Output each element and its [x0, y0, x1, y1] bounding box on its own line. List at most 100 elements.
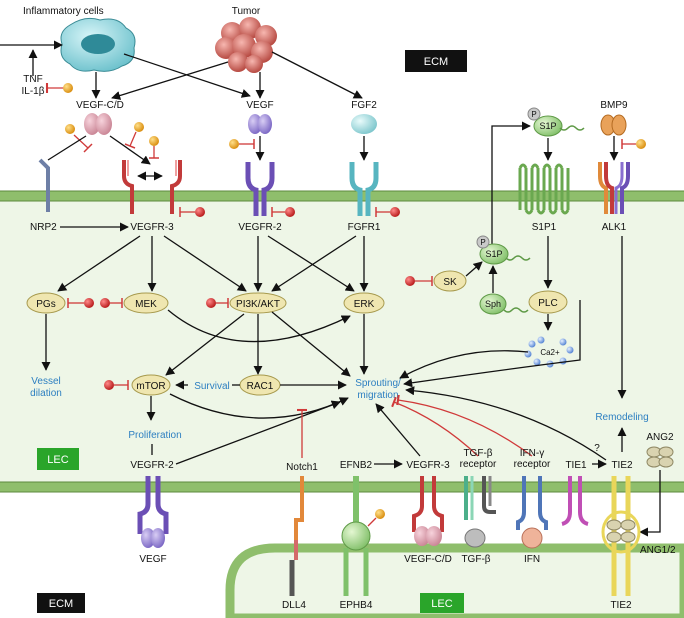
- arrow-fgfr1-pi3k: [271, 235, 357, 292]
- fgfr1-receptor: [349, 162, 379, 216]
- ca-label: Ca2+: [540, 348, 560, 357]
- vegfr2-bottom-receptor: [137, 476, 169, 534]
- vegf-bottom-ligand: [141, 528, 165, 548]
- rac1-label: RAC1: [247, 381, 274, 392]
- ephb4-blocker-ball: [375, 509, 385, 519]
- tumor-label: Tumor: [232, 6, 261, 17]
- tumor-cluster-icon: [215, 17, 277, 73]
- vegfcd-bottom-label: VEGF-C/D: [404, 554, 452, 565]
- vegf-bottom-label: VEGF: [139, 554, 166, 565]
- vegfr2-receptor: [245, 162, 275, 216]
- s1p1-label: S1P1: [532, 222, 557, 233]
- blocker-ball-3: [149, 136, 159, 146]
- bmp9-label: BMP9: [600, 100, 628, 111]
- pgs-node: [26, 292, 66, 314]
- ang12-ligand: [606, 519, 636, 543]
- nrp2-receptor: [38, 158, 50, 212]
- fgf2-ligand: [351, 114, 377, 134]
- s1p-mid-node: [476, 235, 531, 265]
- vegfr2-label: VEGFR-2: [238, 222, 282, 233]
- arrow-vegfr3-pi3k: [163, 235, 247, 292]
- mtor-node: [131, 374, 171, 396]
- arrow-vegfcd-vegfr3: [109, 135, 151, 165]
- mek-node: [123, 292, 169, 314]
- blocker-ball-2: [134, 122, 144, 132]
- notch1-label: Notch1: [286, 462, 318, 473]
- lec-bottom-box: [420, 593, 464, 613]
- tie2-bottom-label: TIE2: [610, 600, 632, 611]
- vegfr3-receptor: [122, 160, 182, 214]
- survival-label: Survival: [194, 381, 230, 392]
- tgfb-receptor-label-1: TGF-β: [463, 448, 492, 459]
- arrow-mek-erk: [167, 309, 351, 343]
- ephb4-label: EPHB4: [340, 600, 373, 611]
- vegf-label: VEGF: [246, 100, 273, 111]
- blocker-line-1: [73, 134, 89, 149]
- blocker-ball-1: [65, 124, 75, 134]
- ecm-top-label: ECM: [424, 56, 448, 68]
- arrow-vegfr3-pgs: [57, 235, 141, 292]
- efnb2-ephb4-complex: [341, 476, 371, 596]
- arrow-tumor-fgf2: [271, 51, 363, 99]
- lec-left-box: [37, 448, 79, 470]
- vegfr3-tki-ball: [195, 207, 205, 217]
- fgfr1-tki-ball: [390, 207, 400, 217]
- blocker-line-2: [129, 131, 137, 147]
- il1b-blocker-ball: [63, 83, 73, 93]
- fgf2-label: FGF2: [351, 100, 377, 111]
- proliferation-label: Proliferation: [128, 430, 181, 441]
- vegfcd-ligand: [84, 113, 112, 135]
- ang2-label: ANG2: [646, 432, 674, 443]
- tie2-label: TIE2: [611, 460, 633, 471]
- tnf-label: TNF: [23, 74, 42, 85]
- sk-node: [433, 270, 467, 292]
- arrow-sk-s1p: [465, 261, 483, 277]
- ifng-receptor: [516, 476, 548, 530]
- plc-node: [528, 290, 568, 314]
- lec-cytoplasm: [0, 199, 684, 484]
- efnb2-label: EFNB2: [340, 460, 373, 471]
- inflammatory-cells-label: Inflammatory cells: [23, 6, 104, 17]
- mek-inhibitor-ball: [100, 298, 110, 308]
- mek-label: MEK: [135, 299, 157, 310]
- arrow-vegfr3-low-sprouting: [375, 403, 421, 457]
- p-mid-label: P: [480, 238, 485, 247]
- ifn-ligand: [521, 527, 543, 549]
- ecm-top-box: [405, 50, 467, 72]
- lec-left-label: LEC: [47, 454, 68, 466]
- vessel-dilation-label-2: dilation: [30, 388, 62, 399]
- arrow-ang2-tie2: [639, 470, 661, 537]
- alk1-label: ALK1: [602, 222, 627, 233]
- erk-label: ERK: [354, 299, 375, 310]
- tgfb-receptor: [464, 476, 496, 520]
- vegfr2-tki-ball: [285, 207, 295, 217]
- vegf-ligand: [248, 114, 272, 134]
- pi3k-akt-node: [229, 292, 287, 314]
- s1p1-receptor: [518, 163, 570, 215]
- sph-label: Sph: [485, 299, 501, 309]
- macrophage-cell-icon: [60, 17, 136, 72]
- pgs-inhibitor-ball: [84, 298, 94, 308]
- bmp9-ligand: [600, 114, 627, 136]
- bottom-membrane: [0, 482, 684, 492]
- vegf-blocker-ball: [229, 139, 239, 149]
- ecm-bottom-box: [37, 593, 85, 613]
- tie1-label: TIE1: [565, 460, 587, 471]
- ecm-bottom-label: ECM: [49, 598, 73, 610]
- ang2-ligand: [646, 446, 674, 468]
- sph-node: [479, 293, 529, 315]
- arrow-pi3k-mtor: [165, 313, 245, 376]
- plc-label: PLC: [538, 298, 557, 309]
- ifng-receptor-label-1: IFN-γ: [520, 448, 544, 459]
- arrow-s1p-export: [491, 121, 531, 245]
- s1p-top-node: [527, 107, 585, 137]
- dll4-label: DLL4: [282, 600, 306, 611]
- question-label: ?: [594, 443, 600, 454]
- mtor-label: mTOR: [136, 381, 165, 392]
- il1b-label: IL-1β: [22, 86, 45, 97]
- notch1-receptor: [294, 476, 304, 560]
- s1p-top-label: S1P: [539, 121, 556, 131]
- fgfr1-label: FGFR1: [348, 222, 381, 233]
